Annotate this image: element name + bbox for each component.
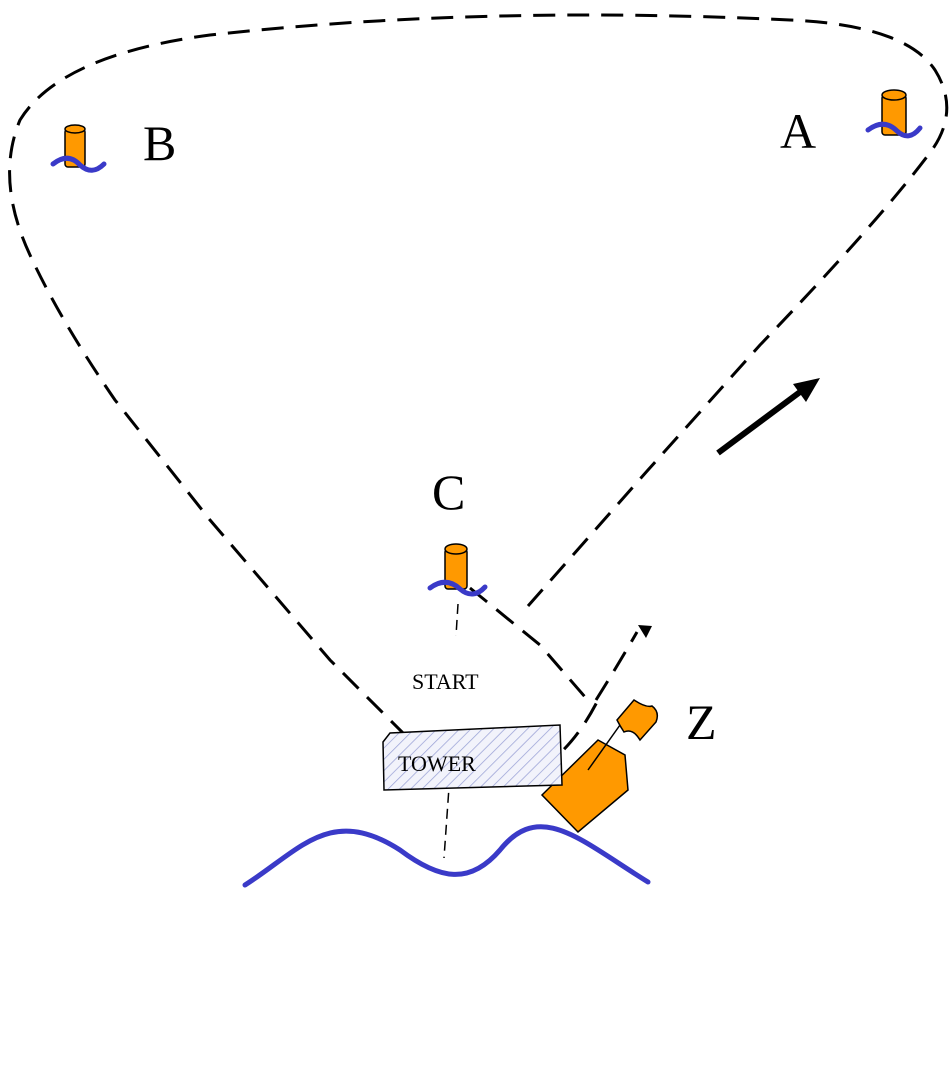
mark-a-label: A <box>780 103 816 159</box>
boat-z-label: Z <box>686 694 717 750</box>
tower-label: TOWER <box>398 751 476 776</box>
start-label: START <box>412 669 479 694</box>
shoreline-wave <box>242 824 651 888</box>
boat-z <box>540 699 659 834</box>
mark-c-label: C <box>432 464 465 520</box>
direction-arrow-head <box>793 378 820 402</box>
start-approach-line <box>469 586 594 706</box>
boat-track-line <box>594 631 639 701</box>
mark-a-buoy <box>865 89 923 139</box>
start-line-upper <box>455 603 459 637</box>
direction-arrow-shaft <box>716 389 802 456</box>
mark-b-label: B <box>143 115 176 171</box>
mark-b-buoy <box>50 124 107 173</box>
mark-c-buoy <box>427 543 488 597</box>
tower-building <box>382 724 563 791</box>
boat-track-arrowhead <box>638 625 652 638</box>
